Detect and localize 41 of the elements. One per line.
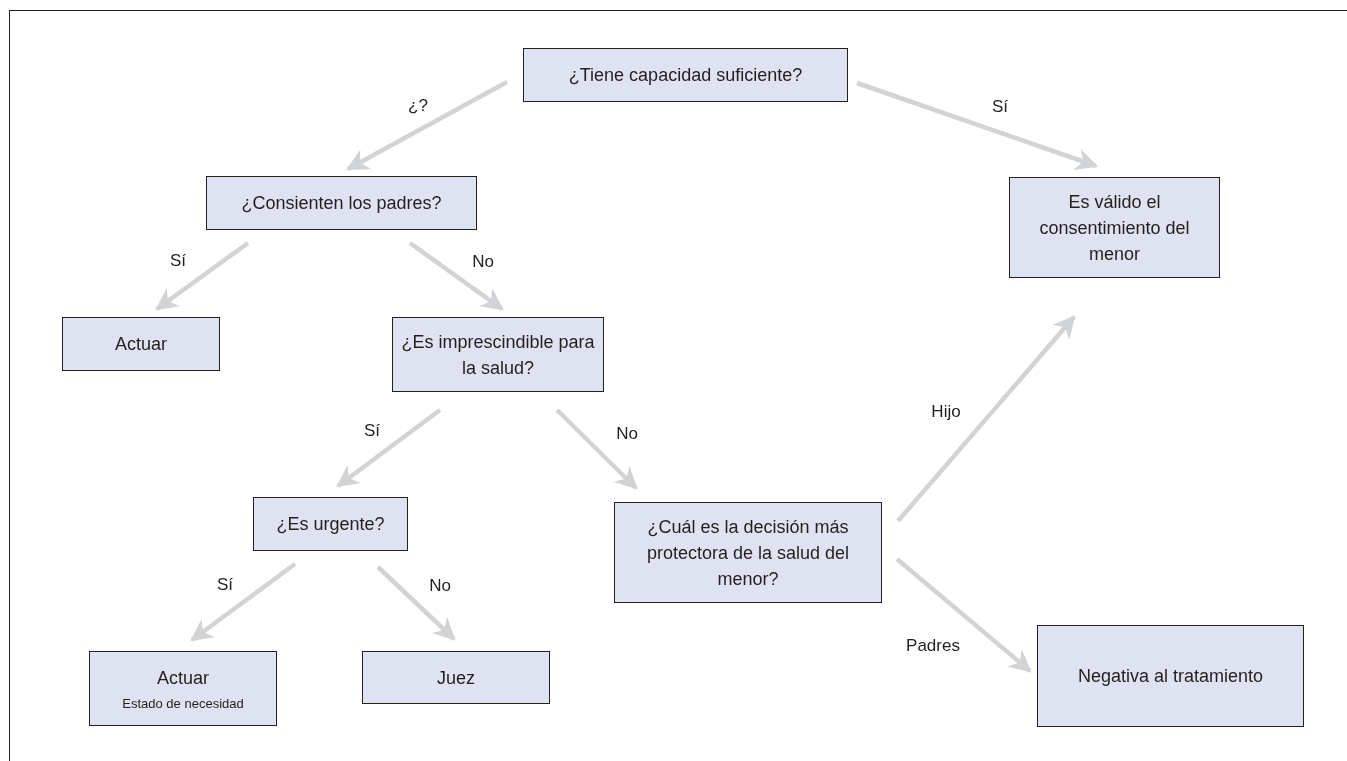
edge-label: Hijo: [931, 402, 961, 420]
process-box: [1037, 625, 1304, 727]
arrow: [336, 408, 442, 488]
box-text: ¿Tiene capacidad suficiente?: [568, 64, 803, 87]
box-text: Negativa al tratamiento: [1077, 665, 1264, 688]
arrow: [155, 241, 250, 311]
arrow: [895, 557, 1032, 673]
box-text: ¿Consienten los padres?: [241, 192, 442, 215]
box-subtext: Estado de necesidad: [122, 694, 244, 713]
box-text: Es válido el consentimiento del menor: [1038, 190, 1191, 266]
edge-label: No: [429, 576, 451, 594]
box-text: Actuar: [157, 666, 209, 690]
arrow: [346, 80, 509, 171]
edge-label: Padres: [906, 636, 960, 654]
arrow: [376, 565, 456, 641]
edge-label: Sí: [991, 97, 1009, 115]
arrow: [896, 315, 1076, 523]
process-box: [523, 48, 848, 102]
process-box: [89, 651, 277, 726]
arrow: [856, 80, 1099, 170]
edge-label: No: [472, 252, 494, 270]
process-box: [253, 497, 408, 551]
edge-label: No: [616, 424, 638, 442]
box-text: ¿Es imprescindible para la salud?: [401, 330, 595, 380]
box-text: ¿Es urgente?: [276, 513, 385, 536]
box-text: ¿Cuál es la decisión más protectora de la salud del menor?: [645, 515, 851, 591]
arrow: [190, 562, 297, 642]
process-box: [614, 502, 882, 603]
edge-label: ¿?: [408, 96, 428, 114]
process-box: [62, 317, 220, 371]
arrow: [408, 241, 504, 311]
process-box: [362, 651, 550, 704]
box-text: Actuar: [115, 333, 167, 356]
edge-label: Sí: [169, 251, 187, 269]
box-text: Juez: [437, 666, 475, 690]
process-box: [206, 176, 477, 230]
process-box: [392, 317, 604, 392]
edge-label: Sí: [363, 421, 381, 439]
process-box: [1009, 177, 1220, 278]
edge-label: Sí: [216, 575, 234, 593]
arrow: [555, 408, 638, 490]
